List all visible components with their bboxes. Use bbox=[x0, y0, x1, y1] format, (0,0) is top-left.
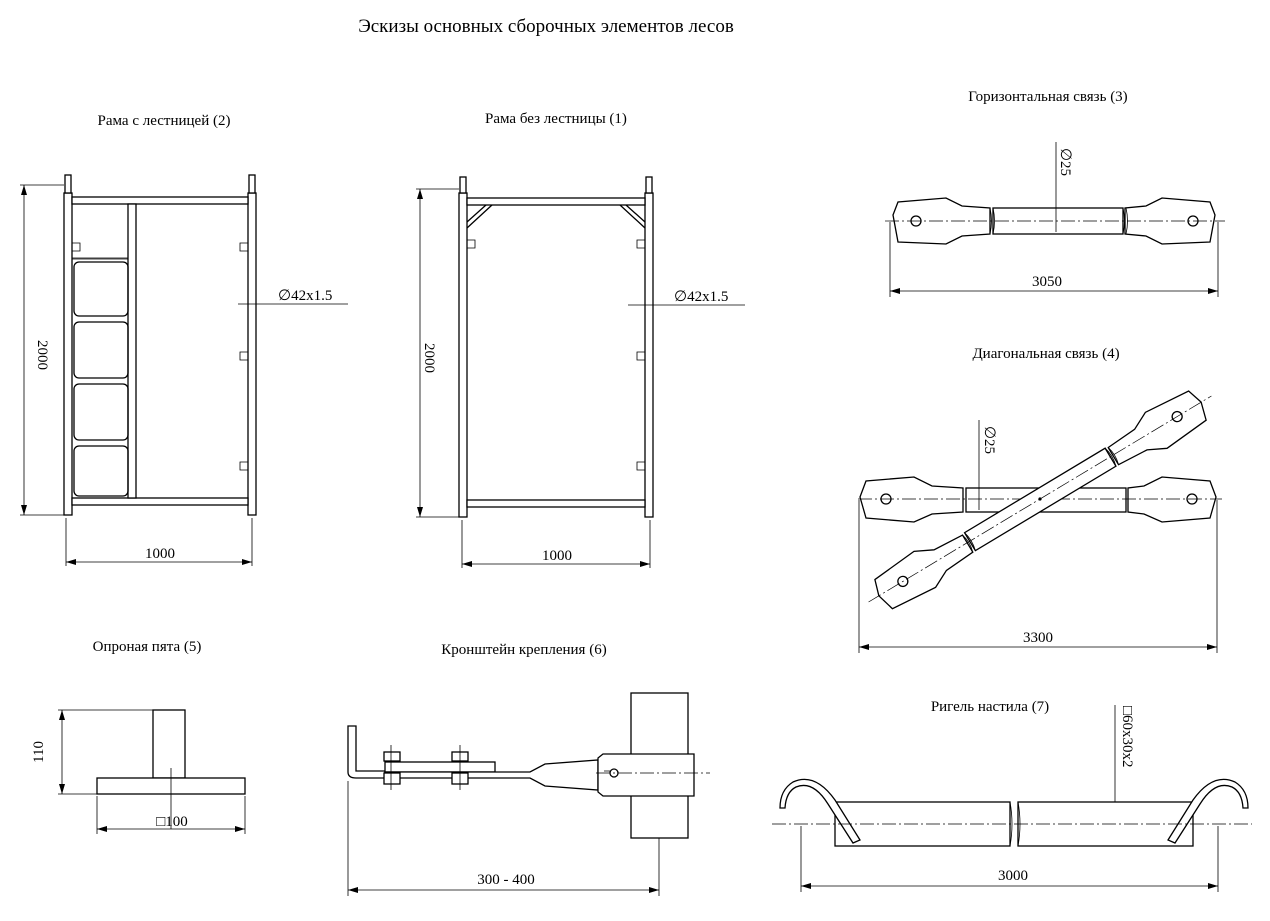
ladder-stringer bbox=[127, 203, 137, 499]
deck-beam-caption: Ригель настила (7) bbox=[931, 699, 1049, 715]
top-rail bbox=[71, 196, 249, 205]
horizontal-brace-diameter: ∅25 bbox=[1057, 148, 1073, 176]
deck-beam-drawing: Ригель настила (7) □60x30x2 3000 bbox=[772, 699, 1252, 892]
frame-without-ladder-drawing: Рама без лестницы (1) 2000 1000 ∅42x1.5 bbox=[416, 111, 745, 568]
frame-ladder-width: 1000 bbox=[145, 546, 175, 562]
brace-right-end bbox=[1124, 197, 1216, 245]
bracket-caption: Кронштейн крепления (6) bbox=[441, 642, 606, 658]
horizontal-brace-drawing: Горизонтальная связь (3) ∅25 3050 bbox=[885, 89, 1225, 297]
right-hook bbox=[1167, 778, 1249, 844]
base-plate-drawing: Опроная пята (5) 110 □100 bbox=[31, 639, 246, 834]
frame-plain-caption: Рама без лестницы (1) bbox=[485, 111, 627, 127]
right-post bbox=[247, 192, 257, 516]
deck-beam-section: □60x30x2 bbox=[1119, 706, 1135, 768]
right-post bbox=[644, 192, 654, 518]
ladder-rung bbox=[73, 445, 129, 497]
diagonal-brace-diameter: ∅25 bbox=[981, 426, 997, 454]
frame-ladder-height: 2000 bbox=[34, 340, 50, 370]
left-post bbox=[458, 192, 468, 518]
bottom-rail bbox=[71, 497, 249, 506]
base-plate-height: 110 bbox=[31, 741, 47, 763]
bracket-hook bbox=[347, 725, 386, 779]
brace-left-end bbox=[859, 476, 964, 523]
diagonal-brace-length: 3300 bbox=[1023, 630, 1053, 646]
hook-icon bbox=[467, 239, 645, 471]
frame-plain-height: 2000 bbox=[421, 343, 437, 373]
corner-gusset bbox=[466, 204, 646, 229]
horizontal-brace-length: 3050 bbox=[1032, 274, 1062, 290]
bracket-drawing: Кронштейн крепления (6) 300 - 400 bbox=[347, 642, 710, 896]
base-plate-size: □100 bbox=[156, 814, 188, 830]
horizontal-brace-caption: Горизонтальная связь (3) bbox=[968, 89, 1127, 105]
diagonal-brace-caption: Диагональная связь (4) bbox=[972, 346, 1119, 362]
base-plate-caption: Опроная пята (5) bbox=[93, 639, 202, 655]
top-rail bbox=[466, 197, 646, 206]
ladder-rung bbox=[73, 321, 129, 379]
bolt-icon bbox=[383, 751, 401, 762]
left-spigot bbox=[459, 176, 467, 194]
base-stem bbox=[152, 709, 186, 779]
right-spigot bbox=[645, 176, 653, 194]
bracket-bar bbox=[384, 761, 496, 773]
frame-plain-tube: ∅42x1.5 bbox=[674, 289, 728, 305]
ladder-rung bbox=[73, 261, 129, 317]
right-spigot bbox=[248, 174, 256, 194]
frame-with-ladder-drawing: Рама с лестницей (2) 2000 1000 ∅42x1.5 bbox=[20, 113, 348, 566]
bottom-rail bbox=[466, 499, 646, 508]
frame-ladder-tube: ∅42x1.5 bbox=[278, 288, 332, 304]
ladder-rung bbox=[73, 383, 129, 441]
diagonal-brace-drawing: Диагональная связь (4) ∅25 3300 bbox=[858, 346, 1222, 653]
brace-right-end bbox=[1127, 476, 1217, 523]
frame-plain-width: 1000 bbox=[542, 548, 572, 564]
sheet-title: Эскизы основных сборочных элементов лесо… bbox=[358, 16, 734, 37]
bracket-clamp bbox=[597, 753, 695, 797]
nut-icon bbox=[383, 772, 401, 785]
deck-beam-length: 3000 bbox=[998, 868, 1028, 884]
bracket-length: 300 - 400 bbox=[477, 872, 535, 888]
hook-icon bbox=[72, 242, 248, 471]
left-post bbox=[63, 192, 73, 516]
frame-ladder-caption: Рама с лестницей (2) bbox=[98, 113, 231, 129]
left-hook bbox=[779, 778, 861, 844]
left-spigot bbox=[64, 174, 72, 194]
